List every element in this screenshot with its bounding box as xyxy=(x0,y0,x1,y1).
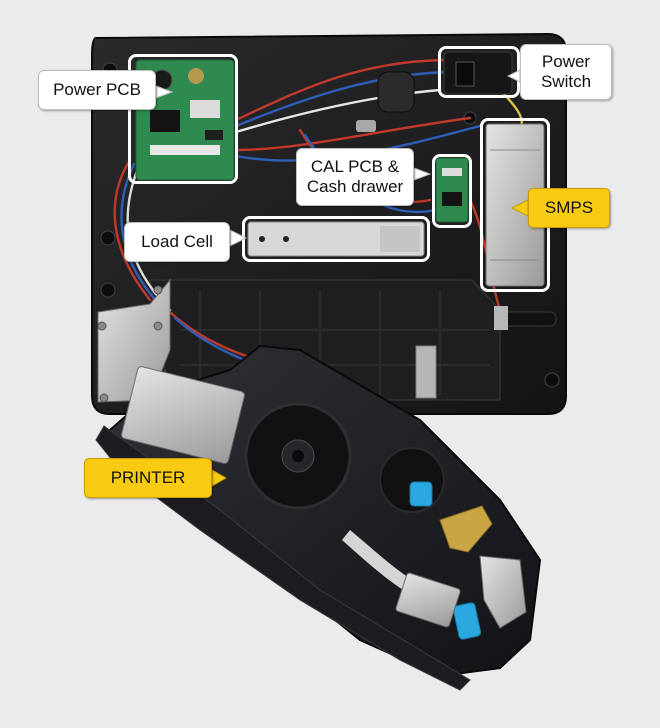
cable-tie xyxy=(356,120,376,132)
power-switch-rocker xyxy=(455,61,475,87)
printer-brass-bracket xyxy=(439,505,493,553)
cal-pcb-label-line2: Cash drawer xyxy=(306,177,404,196)
printer-mechanism xyxy=(395,572,461,628)
callout-load-cell: Load Cell xyxy=(124,222,230,262)
callout-cal-pcb: CAL PCB & Cash drawer xyxy=(296,148,414,206)
callout-power-pcb: Power PCB xyxy=(38,70,156,110)
cal-pcb-highlight xyxy=(432,154,472,228)
printer-metal-frame xyxy=(121,366,245,464)
cable-clamp xyxy=(377,71,415,113)
power-switch-label-line2: Switch xyxy=(540,72,592,91)
printer-steel-plate xyxy=(479,555,527,629)
tray-ribs xyxy=(180,290,490,395)
power-pcb-label: Power PCB xyxy=(53,80,141,99)
power-pcb-parts xyxy=(150,68,223,155)
printer-blue-lever xyxy=(452,602,482,640)
power-pcb-highlight xyxy=(128,54,238,184)
cal-pcb-label-line1: CAL PCB & xyxy=(310,157,400,176)
tray-bracket xyxy=(415,345,437,399)
printer-blue-knob xyxy=(409,481,433,507)
smps-label: SMPS xyxy=(544,198,594,217)
callout-power-switch: Power Switch xyxy=(520,44,612,100)
callout-smps: SMPS xyxy=(528,188,610,228)
callout-printer: PRINTER xyxy=(84,458,212,498)
load-cell-label: Load Cell xyxy=(141,232,213,251)
printer-label: PRINTER xyxy=(110,468,186,487)
power-switch-label-line1: Power xyxy=(541,52,591,71)
